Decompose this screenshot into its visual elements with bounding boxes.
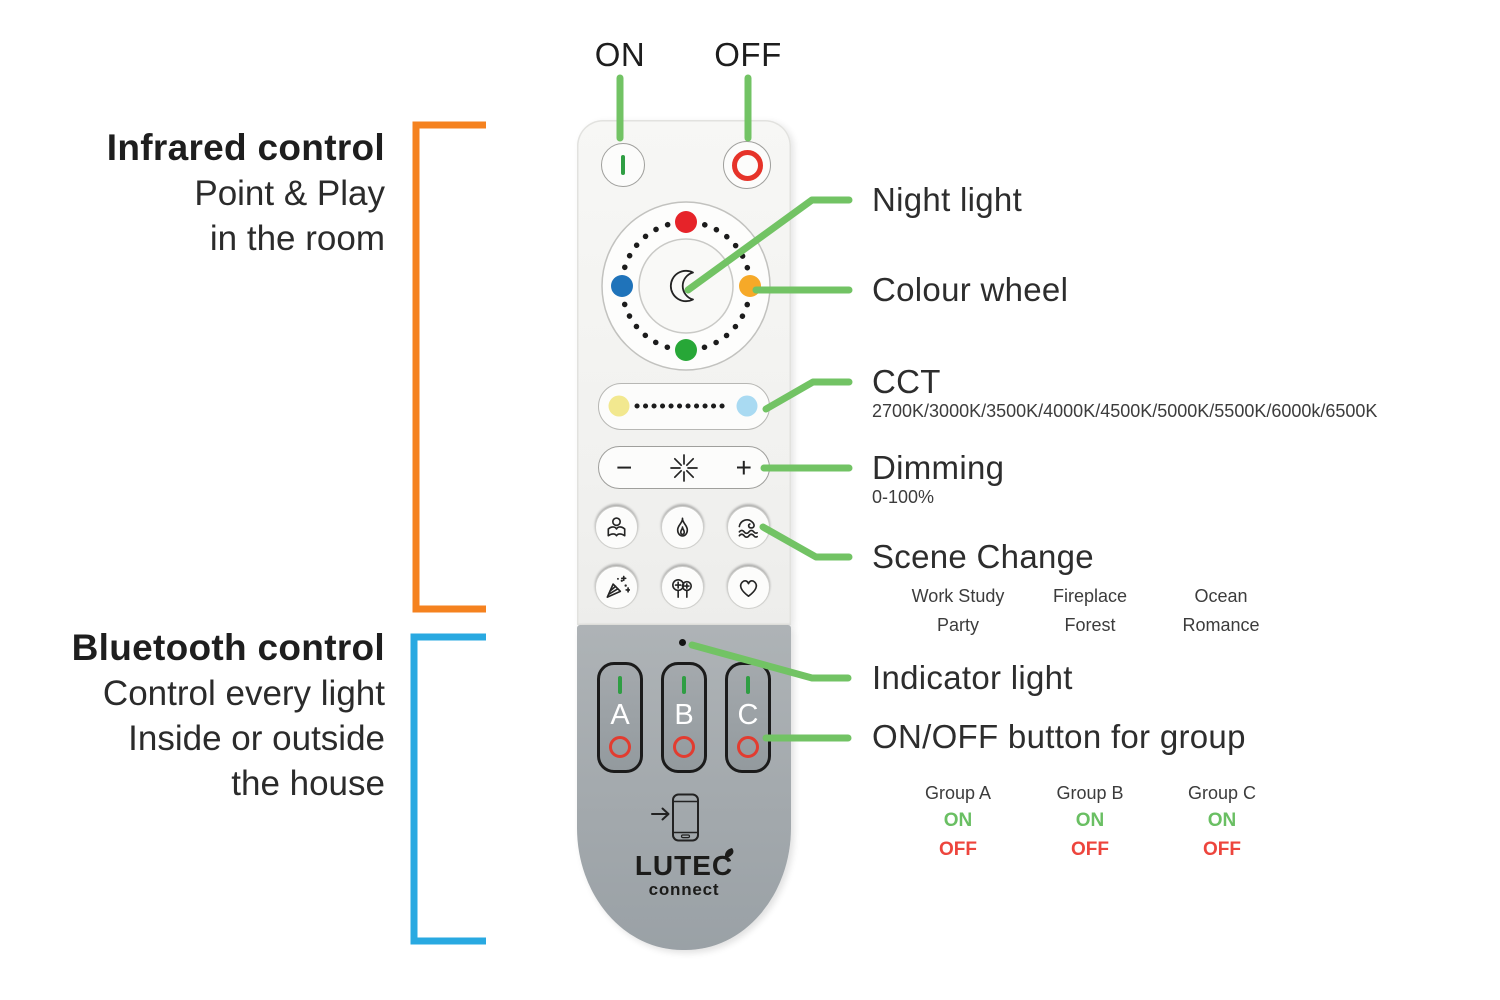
scene-ocean-button[interactable] xyxy=(727,506,770,549)
brightness-icon xyxy=(670,453,698,482)
dim-plus-button[interactable]: + xyxy=(735,451,752,483)
logo-leaf-icon xyxy=(725,848,734,858)
romance-heart-icon xyxy=(739,580,758,597)
scene-forest-button[interactable] xyxy=(661,566,704,609)
infrared-sub-line2: in the room xyxy=(209,219,385,258)
group-button-annotation: ON/OFF button for group xyxy=(872,718,1246,755)
scene-list-work-study: Work Study Party xyxy=(911,586,1005,635)
group-a-letter: A xyxy=(610,698,630,731)
dimming-annotation: Dimming xyxy=(872,449,1005,486)
group-a-on-bar-icon xyxy=(618,676,622,694)
scene-change-annotation: Scene Change xyxy=(872,538,1094,575)
bluetooth-bracket xyxy=(410,633,486,945)
phone-pairing-icon xyxy=(651,793,699,842)
colour-wheel-annotation: Colour wheel xyxy=(872,271,1069,308)
cct-values: 2700K/3000K/3500K/4000K/4500K/5000K/5500… xyxy=(872,401,1378,421)
colour-wheel[interactable] xyxy=(598,198,774,374)
cct-slider[interactable] xyxy=(598,383,770,430)
work-study-icon xyxy=(607,517,626,537)
ocean-icon xyxy=(738,519,758,538)
party-icon xyxy=(606,575,630,598)
bluetooth-sub-line2: Inside or outside xyxy=(128,719,385,758)
group-button-a[interactable]: A xyxy=(597,662,643,773)
group-b-letter: B xyxy=(674,698,694,731)
dim-minus-button[interactable]: − xyxy=(616,451,633,483)
group-a-legend: Group A ON OFF xyxy=(924,783,992,860)
brand-name: LUTEC xyxy=(635,848,734,881)
bluetooth-sub-line1: Control every light xyxy=(102,674,385,713)
wheel-blue-dot[interactable] xyxy=(611,275,633,297)
group-c-off-ring-icon xyxy=(737,736,759,758)
group-b-off-ring-icon xyxy=(673,736,695,758)
fireplace-icon xyxy=(676,517,689,537)
brand-sub-name: connect xyxy=(648,880,720,899)
on-label: ON xyxy=(594,36,646,73)
group-button-c[interactable]: C xyxy=(725,662,771,773)
group-a-off-ring-icon xyxy=(609,736,631,758)
scene-romance-button[interactable] xyxy=(727,566,770,609)
group-b-on-bar-icon xyxy=(682,676,686,694)
bluetooth-title: Bluetooth control xyxy=(71,627,385,668)
scene-fireplace-button[interactable] xyxy=(661,506,704,549)
cct-annotation: CCT xyxy=(872,363,941,400)
indicator-light xyxy=(679,639,686,646)
cct-cool-dot xyxy=(736,395,758,417)
scene-party-button[interactable] xyxy=(595,566,638,609)
infrared-control-label: Infrared control Point & Play in the roo… xyxy=(40,124,385,261)
bluetooth-sub-line3: the house xyxy=(231,764,385,803)
wheel-green-dot[interactable] xyxy=(675,339,697,361)
scene-list-fireplace: Fireplace Forest xyxy=(1052,586,1128,635)
group-c-on-bar-icon xyxy=(746,676,750,694)
dimming-control[interactable]: − + xyxy=(598,446,770,489)
indicator-light-annotation: Indicator light xyxy=(872,659,1073,696)
night-light-button[interactable] xyxy=(638,238,734,334)
infrared-bracket xyxy=(412,121,486,613)
dimming-range: 0-100% xyxy=(872,487,935,507)
group-button-b[interactable]: B xyxy=(661,662,707,773)
night-light-annotation: Night light xyxy=(872,181,1023,218)
on-bar-icon xyxy=(621,155,625,175)
brand-logo: LUTEC connect xyxy=(577,848,791,899)
cct-warm-dot xyxy=(608,395,630,417)
infrared-title: Infrared control xyxy=(106,127,385,168)
group-c-letter: C xyxy=(737,698,759,731)
bluetooth-control-label: Bluetooth control Control every light In… xyxy=(40,624,385,806)
wheel-red-dot[interactable] xyxy=(675,211,697,233)
scene-work-study-button[interactable] xyxy=(595,506,638,549)
wheel-orange-dot[interactable] xyxy=(739,275,761,297)
off-ring-icon xyxy=(731,149,763,181)
off-label: OFF xyxy=(714,36,782,73)
remote-body: − + xyxy=(577,120,791,950)
forest-icon xyxy=(672,578,692,598)
group-c-legend: Group C ON OFF xyxy=(1187,783,1257,860)
night-light-moon-icon xyxy=(669,269,694,303)
group-b-legend: Group B ON OFF xyxy=(1056,783,1124,860)
infrared-sub-line1: Point & Play xyxy=(194,174,385,213)
power-off-button[interactable] xyxy=(723,141,771,189)
power-on-button[interactable] xyxy=(601,143,645,187)
scene-list-ocean: Ocean Romance xyxy=(1182,586,1260,635)
